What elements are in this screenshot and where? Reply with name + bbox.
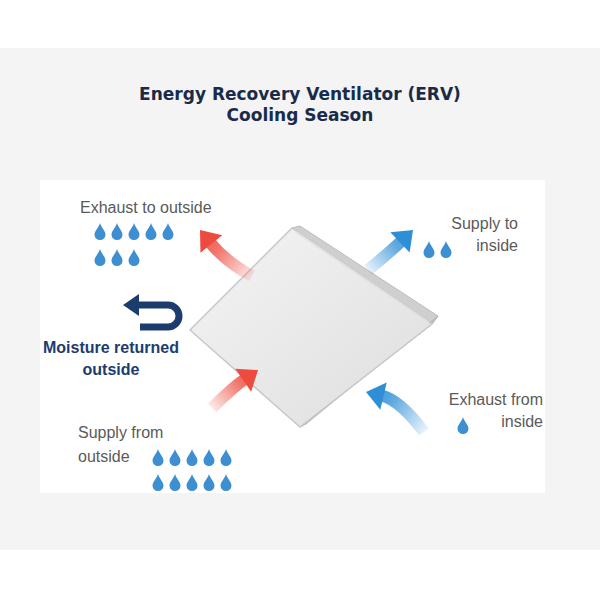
moisture-label: Moisture returned outside [42,337,180,381]
water-drop [153,449,164,466]
arrow-head [390,230,413,253]
background-band [0,48,600,550]
water-drops [95,223,469,491]
flow-label: Exhaust to outside [80,197,280,219]
flow-label: Exhaust from inside [424,389,543,433]
water-drop [187,449,198,466]
water-drop [187,474,198,491]
supply-outside-arrow [212,369,258,408]
water-drop [458,417,469,434]
water-drop [221,474,232,491]
arrow-head [366,382,387,409]
water-drop [221,449,232,466]
water-drop [424,241,435,258]
arrow-shaft [382,396,424,432]
flow-label: Supply to inside [424,213,518,257]
moisture-return-icon [123,294,179,327]
arrow-shaft [210,242,252,276]
flow-label: Supply from outside [78,421,178,469]
water-drop [170,474,181,491]
water-drop [170,449,181,466]
water-drop [112,223,123,240]
water-drop [441,241,452,258]
airflow-arrows [200,230,424,432]
water-drop [95,249,106,266]
exhaust-inside-arrow [366,382,424,432]
water-drop [95,223,106,240]
supply-inside-arrow [368,230,413,270]
exhaust-outside-arrow [200,230,252,276]
diagram-title: Energy Recovery Ventilator (ERV) Cooling… [130,84,470,126]
water-drop [146,223,157,240]
arrow-head [235,369,258,392]
water-drop [129,249,140,266]
arrow-shaft [212,379,245,408]
arrow-shaft [368,241,401,270]
water-drop [204,449,215,466]
erv-core [190,226,438,427]
water-drop [129,223,140,240]
water-drop [153,474,164,491]
water-drop [204,474,215,491]
water-drop [112,249,123,266]
water-drop [163,223,174,240]
diagram-panel [40,180,545,493]
arrow-head [200,230,222,253]
